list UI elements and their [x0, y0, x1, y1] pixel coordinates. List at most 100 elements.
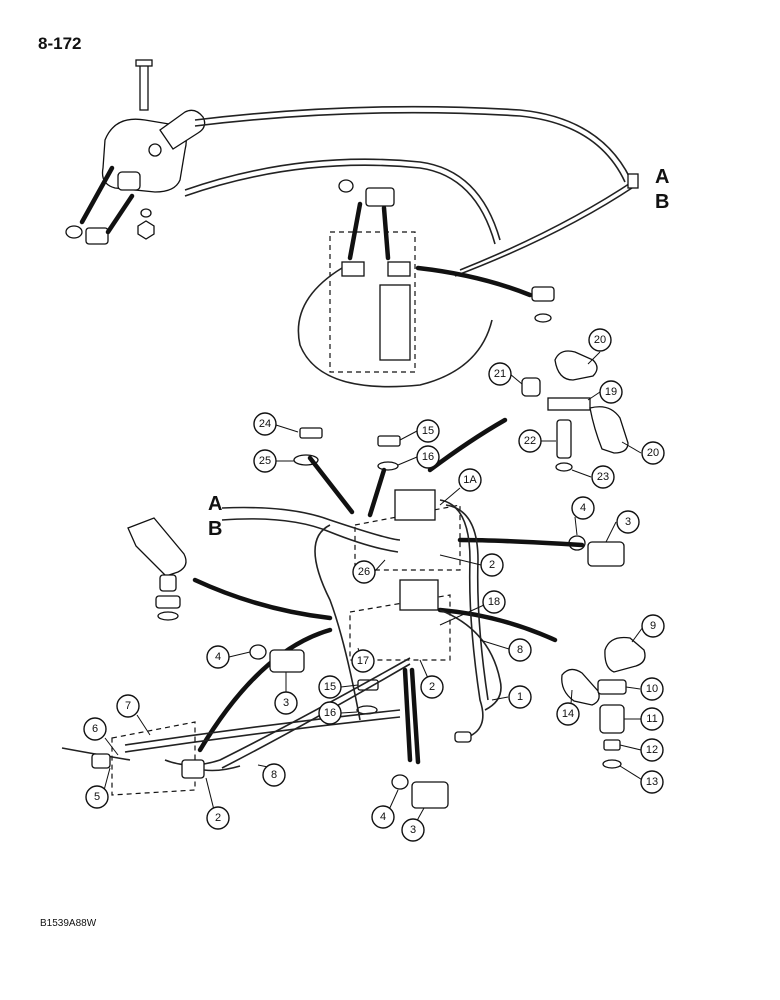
svg-text:17: 17: [357, 655, 369, 667]
hose-8-right: [439, 609, 502, 711]
part-10-tee: [597, 679, 627, 695]
fitting-2-left: [181, 759, 205, 779]
leader-12: [619, 744, 642, 751]
svg-text:15: 15: [324, 681, 336, 693]
callout-15-lower: 15: [318, 675, 342, 699]
svg-text:5: 5: [94, 791, 100, 803]
svg-text:21: 21: [494, 368, 506, 380]
leader-1: [491, 696, 509, 701]
oring-valve: [338, 179, 354, 193]
upper-valve-block: [354, 504, 461, 571]
callout-21: 21: [488, 362, 512, 386]
hose-long-lower-b: [124, 716, 401, 753]
callout-17: 17: [351, 649, 375, 673]
svg-text:16: 16: [422, 451, 434, 463]
thick-leader-a: [79, 165, 115, 225]
callout-4-bottom: 4: [371, 805, 395, 829]
left-elbow-fitting: [127, 517, 187, 621]
leader-14: [570, 689, 573, 705]
callout-13: 13: [640, 770, 664, 794]
hose-top-3: [184, 158, 501, 241]
callout-16-upper: 16: [416, 445, 440, 469]
svg-text:4: 4: [580, 502, 586, 514]
svg-text:18: 18: [488, 596, 500, 608]
thick-leader-c5: [457, 537, 585, 548]
part-23-oring: [555, 462, 573, 472]
thick-leader-c4: [192, 577, 333, 621]
leader-20b: [621, 441, 642, 454]
svg-text:6: 6: [92, 723, 98, 735]
svg-text:12: 12: [646, 744, 658, 756]
tee-fitting-group-upper: [521, 350, 629, 472]
callout-6: 6: [83, 717, 107, 741]
oring-cap: [534, 313, 552, 323]
hose-2-left: [203, 765, 241, 772]
svg-text:22: 22: [524, 435, 536, 447]
hose-top-1: [194, 105, 631, 179]
part-20-elbow-upper: [554, 350, 598, 381]
leader-16a: [397, 456, 418, 466]
svg-text:7: 7: [125, 700, 131, 712]
connector-3-left: [269, 649, 305, 673]
thick-leader-valve-3: [415, 265, 533, 298]
hose-top-6: [454, 185, 636, 277]
thick-leader-c3: [427, 417, 508, 473]
filter-elbow: [159, 109, 206, 150]
filter-fitting: [117, 171, 141, 191]
svg-text:13: 13: [646, 776, 658, 788]
hose-top-2: [194, 111, 626, 183]
hose-end-fitting: [454, 731, 472, 743]
svg-text:16: 16: [324, 707, 336, 719]
bottom-left-block: [61, 721, 241, 796]
thick-leader-c6: [437, 607, 558, 643]
callout-26: 26: [352, 560, 376, 584]
thick-leader-c1: [307, 455, 355, 515]
callout-2-bottom: 2: [206, 806, 230, 830]
connector-3-right: [587, 541, 625, 567]
part-9-elbow: [604, 636, 646, 673]
callout-24: 24: [253, 412, 277, 436]
callout-1a: 1A: [458, 468, 482, 492]
part-13-oring: [602, 759, 622, 769]
part-24-cap: [299, 427, 323, 439]
dashed-block-7: [111, 721, 196, 796]
leader-10: [625, 686, 641, 690]
filter-head-assembly: [65, 59, 206, 245]
thick-leader-b: [105, 193, 135, 235]
elbow-swivel: [127, 517, 187, 577]
callout-7: 7: [116, 694, 140, 718]
callout-23: 23: [591, 465, 615, 489]
svg-text:11: 11: [646, 713, 657, 725]
oring-4-left: [249, 644, 267, 660]
hose-8-left-b: [221, 663, 411, 769]
mounting-bolt: [139, 61, 149, 111]
part-16-oring-upper: [377, 461, 399, 471]
callout-16-lower: 16: [318, 701, 342, 725]
valve-body-dashed: [329, 231, 416, 373]
nut: [137, 220, 155, 240]
oring-filter: [65, 225, 83, 239]
callout-3-bottom: 3: [401, 818, 425, 842]
leader-1a: [439, 487, 461, 506]
callout-8-right: 8: [508, 638, 532, 662]
leader-15b: [340, 684, 359, 688]
thick-leader-c8: [409, 667, 421, 765]
leader-7: [136, 714, 151, 736]
svg-text:25: 25: [259, 455, 271, 467]
hose-top-5: [459, 179, 636, 271]
callout-3-left: 3: [274, 691, 298, 715]
leader-26: [374, 559, 386, 572]
page-number: 8-172: [38, 34, 82, 53]
part-19-tee: [547, 397, 591, 411]
hose-1-b: [445, 504, 489, 701]
callout-20-lower: 20: [641, 441, 665, 465]
leader-2-upper: [439, 554, 482, 566]
connector-groups: [249, 535, 625, 809]
fitting-5: [91, 753, 111, 769]
svg-text:8: 8: [271, 769, 277, 781]
upper-valve-fittings: [394, 489, 436, 521]
valve-port-right: [387, 261, 411, 277]
callout-8-left: 8: [262, 763, 286, 787]
svg-text:8: 8: [517, 644, 523, 656]
